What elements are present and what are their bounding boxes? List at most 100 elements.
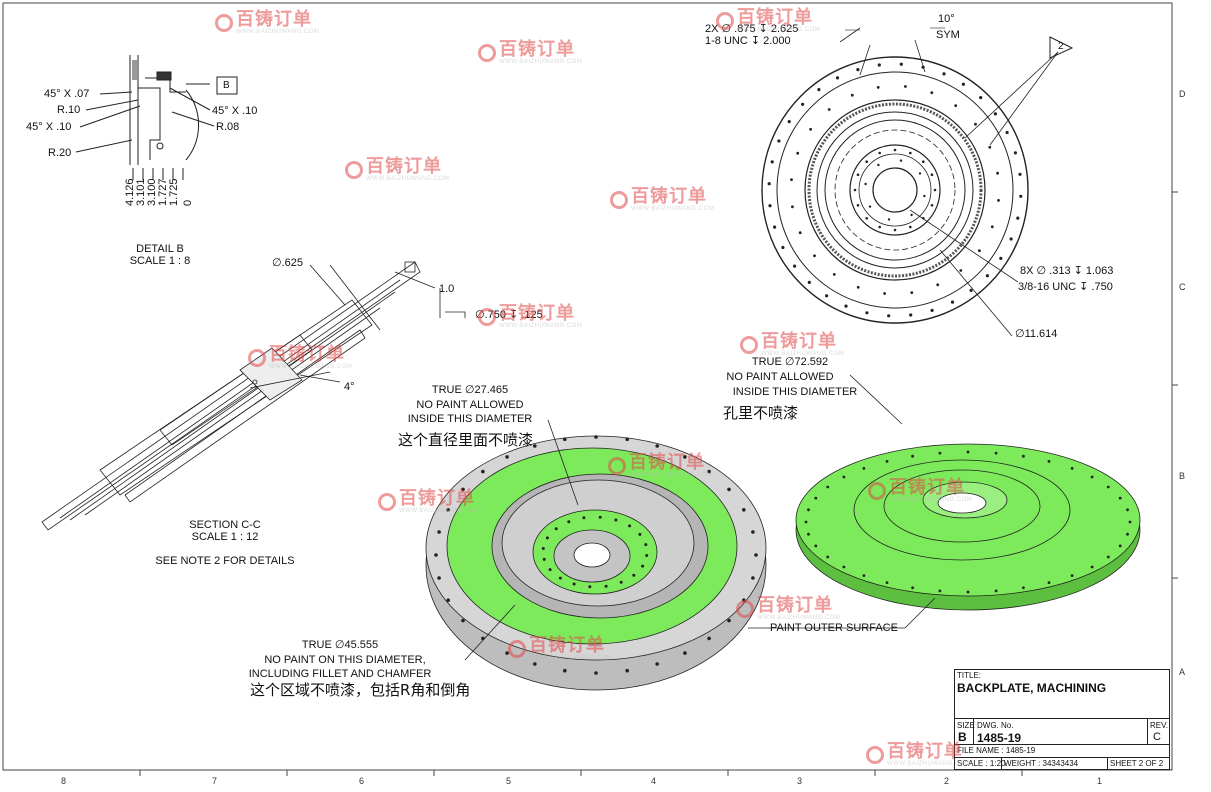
bolt-hole: [1106, 555, 1110, 559]
bolt-hole: [856, 204, 860, 207]
bolt-hole: [933, 188, 937, 192]
bolt-hole: [827, 108, 831, 111]
bolt-hole: [541, 547, 545, 550]
bolt-hole: [1018, 172, 1022, 176]
bolt-hole: [619, 580, 623, 584]
bolt-hole: [878, 151, 881, 155]
bolt-hole: [1070, 574, 1074, 577]
bolt-hole: [966, 590, 970, 594]
bolt-hole: [865, 217, 868, 220]
drawing-title: BACKPLATE, MACHINING: [957, 681, 1107, 695]
bolt-hole: [588, 585, 592, 589]
note-right-chinese: 孔里不喷漆: [723, 404, 799, 422]
note-mid-chinese: 这个直径里面不喷漆: [398, 431, 534, 449]
bolt-hole: [909, 313, 913, 317]
zone-1: 1: [1097, 776, 1103, 786]
bolt-hole: [990, 225, 994, 229]
bolt-hole: [554, 527, 558, 531]
bolt-hole: [930, 204, 934, 207]
note-bottom-line2: NO PAINT ON THIS DIAMETER,: [264, 654, 426, 666]
bolt-hole: [809, 127, 812, 131]
bolt-hole: [825, 294, 829, 298]
bolt-hole: [594, 671, 598, 675]
bolt-hole: [793, 264, 797, 268]
dim-1725: 1.725: [168, 178, 180, 206]
bolt-hole: [832, 273, 836, 276]
bolt-hole: [936, 283, 940, 287]
section-dia-625: ∅.625: [272, 257, 303, 269]
bolt-hole: [707, 469, 711, 474]
zone-4: 4: [651, 776, 657, 786]
bolt-hole: [899, 62, 903, 66]
bolt-hole: [856, 285, 860, 289]
bolt-hole: [727, 618, 731, 623]
bolt-hole: [1019, 194, 1023, 198]
zone-8: 8: [61, 776, 67, 786]
bolt-hole: [614, 518, 618, 522]
bolt-hole: [999, 256, 1003, 260]
bolt-hole: [767, 182, 771, 186]
bolt-hole: [853, 188, 857, 192]
bolt-hole: [1118, 496, 1122, 500]
bolt-hole: [594, 435, 598, 439]
note-bottom-line1: TRUE ∅45.555: [301, 639, 379, 651]
sheet-size: B: [958, 730, 967, 744]
bolt-hole: [911, 586, 914, 590]
bolt-hole: [638, 532, 642, 536]
bolt-hole: [787, 120, 791, 124]
bolt-hole: [842, 565, 846, 569]
bolt-hole: [770, 160, 774, 164]
note-bottom-chinese: 这个区域不喷漆，包括R角和倒角: [250, 681, 471, 699]
bolt-hole: [773, 225, 777, 229]
topview-hole-callout-1: 2X ∅ .875 ↧ 2.625: [705, 23, 799, 35]
bolt-hole: [628, 524, 632, 528]
bolt-hole: [437, 576, 441, 580]
bolt-hole: [918, 172, 922, 175]
bolt-hole: [950, 300, 955, 304]
size-label: SIZE: [957, 721, 975, 730]
note-bottom-line3: INCLUDING FILLET AND CHAMFER: [248, 668, 432, 680]
scale: SCALE : 1:20: [957, 759, 1006, 768]
plate-iso-middle: [425, 419, 767, 691]
detail-b-callout-r08: R.08: [216, 121, 240, 133]
bolt-hole: [632, 573, 636, 577]
topview-note-flag: 2: [1058, 41, 1064, 52]
bolt-hole: [1022, 454, 1025, 458]
zone-a: A: [1179, 667, 1186, 677]
bolt-hole: [979, 96, 983, 100]
bolt-hole: [1009, 237, 1013, 241]
bolt-hole: [864, 182, 867, 186]
bolt-hole: [807, 532, 810, 536]
bolt-hole: [885, 581, 889, 584]
note-mid-line3: INSIDE THIS DIAMETER: [407, 413, 533, 425]
bolt-hole: [548, 568, 552, 572]
bolt-hole: [993, 112, 998, 116]
bolt-hole: [641, 564, 645, 568]
dim-0: 0: [182, 199, 194, 206]
bolt-hole: [994, 589, 998, 593]
bolt-hole: [683, 651, 687, 655]
bolt-hole: [751, 530, 755, 534]
zone-5: 5: [506, 776, 512, 786]
dwg-no-label: DWG. No.: [977, 721, 1014, 730]
title-block: TITLE: BACKPLATE, MACHINING SIZE B DWG. …: [954, 669, 1170, 770]
bolt-hole: [883, 292, 886, 295]
bolt-hole: [862, 574, 866, 577]
bolt-hole: [996, 171, 999, 175]
bolt-hole: [961, 82, 966, 86]
bolt-hole: [542, 557, 546, 561]
bolt-hole: [817, 88, 821, 92]
bolt-hole: [844, 304, 848, 308]
bolt-hole: [922, 160, 925, 163]
bolt-hole: [877, 163, 880, 167]
bolt-hole: [567, 520, 571, 524]
bolt-hole: [655, 444, 659, 448]
detail-b-callout-r10: R.10: [57, 104, 81, 116]
zone-3: 3: [797, 776, 803, 786]
note-mid-line1: TRUE ∅27.465: [431, 384, 509, 396]
detail-b-scale: SCALE 1 : 8: [129, 255, 191, 267]
bolt-hole: [938, 451, 942, 455]
revision: C: [1153, 731, 1161, 743]
bolt-hole: [781, 245, 785, 250]
bolt-hole: [814, 496, 818, 500]
